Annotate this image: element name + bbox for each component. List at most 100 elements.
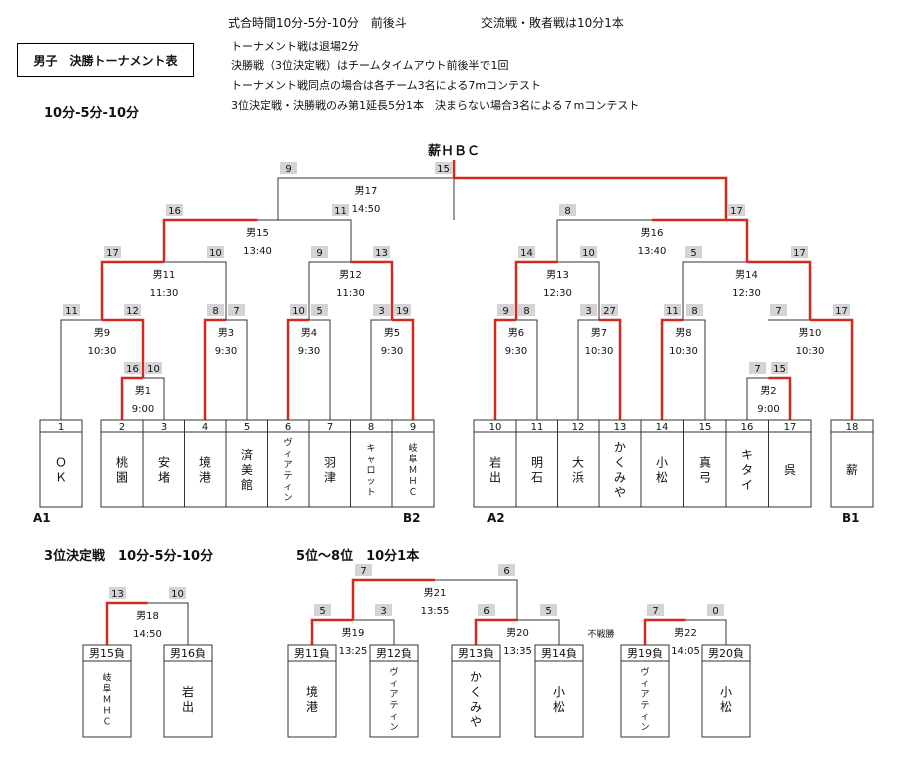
score-bg [169, 587, 186, 599]
loser-team-box [620, 644, 670, 738]
team-number: 3 [161, 422, 167, 433]
match-time: 9:00 [757, 404, 779, 415]
team-name: ィ [640, 712, 649, 722]
team-name: テ [389, 700, 398, 711]
team-name: み [614, 471, 626, 485]
team-name: イ [741, 478, 753, 492]
winner-line [100, 260, 164, 320]
team-name: や [470, 715, 482, 729]
team-name: ロ [366, 466, 375, 476]
team-name: く [614, 456, 626, 470]
match-time: 13:40 [243, 246, 272, 257]
match-id: 男21 [424, 587, 447, 599]
score-bg [770, 304, 787, 316]
team-name: 羽 [324, 456, 336, 470]
score-bg [311, 304, 328, 316]
team-name: テ [640, 700, 649, 711]
team-name: み [470, 700, 482, 714]
score: 10 [171, 589, 184, 600]
team-name: ィ [640, 679, 649, 689]
team-name: 園 [116, 471, 128, 485]
loser-label: 男12負 [376, 647, 412, 660]
team-name: 岩 [182, 684, 194, 699]
winner-line [120, 376, 143, 420]
team-number: 9 [410, 422, 416, 433]
score-bg [518, 246, 535, 258]
match-time: 13:55 [421, 606, 450, 617]
match-time: 9:00 [132, 404, 154, 415]
team-name: 津 [324, 471, 336, 485]
score: 10 [292, 306, 305, 317]
score: 0 [712, 606, 718, 617]
team-name: Ｍ [408, 466, 417, 476]
team-name: 桃 [116, 455, 128, 470]
group-label: B1 [842, 511, 860, 525]
score-bg [373, 304, 390, 316]
score: 3 [378, 306, 384, 317]
team-number: 18 [846, 422, 859, 433]
score: 16 [126, 364, 139, 375]
match-time: 14:50 [133, 629, 162, 640]
loser-label: 男13負 [458, 647, 494, 660]
score: 7 [754, 364, 760, 375]
score-bg [314, 604, 331, 616]
score-bg [207, 304, 224, 316]
match-time: 9:30 [215, 346, 237, 357]
score: 3 [585, 306, 591, 317]
team-name: 港 [199, 471, 211, 485]
team-name: 浜 [572, 471, 584, 485]
team-group-box [39, 419, 83, 508]
match-id: 男16 [641, 227, 664, 239]
team-name: 岐 [102, 672, 111, 684]
score-bg [518, 304, 535, 316]
team-number: 8 [368, 422, 374, 433]
score: 6 [503, 566, 509, 577]
loser-label: 男20負 [708, 647, 744, 660]
team-number: 7 [327, 422, 333, 433]
loser-team-box [369, 644, 419, 738]
score-bg [109, 587, 126, 599]
score: 27 [603, 306, 616, 317]
score-bg [497, 304, 514, 316]
team-name: ン [389, 723, 398, 733]
team-name: 堵 [158, 471, 170, 485]
score: 9 [502, 306, 508, 317]
team-name: 境 [199, 455, 211, 470]
score-bg [540, 604, 557, 616]
team-name: タ [741, 463, 753, 477]
match-id: 男4 [301, 327, 317, 339]
team-name: Ｃ [102, 718, 111, 728]
winner-line [105, 601, 148, 645]
team-name: 明 [531, 456, 543, 470]
match-time: 14:50 [352, 204, 381, 215]
match-id: 男9 [94, 327, 110, 339]
team-number: 17 [784, 422, 797, 433]
team-name: 弓 [699, 471, 711, 485]
match-id: 男12 [339, 269, 362, 281]
team-name: Ｋ [55, 471, 67, 485]
score: 12 [126, 306, 139, 317]
team-name: 小 [720, 685, 732, 699]
team-name: キ [741, 448, 753, 462]
bracket-title: 男子 決勝トーナメント表 [17, 43, 194, 77]
score: 7 [233, 306, 239, 317]
score: 3 [380, 606, 386, 617]
time-format-label: 10分-5分-10分 [44, 106, 140, 121]
winner-line [746, 260, 812, 320]
score: 10 [147, 364, 160, 375]
match-id: 男10 [799, 327, 822, 339]
loser-team-box [701, 644, 751, 738]
match-id: 男3 [218, 327, 234, 339]
match-id: 男22 [674, 627, 697, 639]
score-bg [791, 246, 808, 258]
team-name: Ｃ [408, 488, 417, 498]
rule-line-6: 3位決定戦・決勝戦のみ第1延長5分1本 決まらない場合3名による７mコンテスト [231, 99, 640, 112]
group-label: B2 [403, 511, 421, 525]
team-name: ィ [389, 712, 398, 722]
loser-team-box [163, 644, 213, 738]
match-time: 13:35 [503, 646, 532, 657]
team-name: 真 [699, 456, 711, 470]
score-bg [685, 246, 702, 258]
match-time: 9:30 [381, 346, 403, 357]
score: 8 [212, 306, 218, 317]
